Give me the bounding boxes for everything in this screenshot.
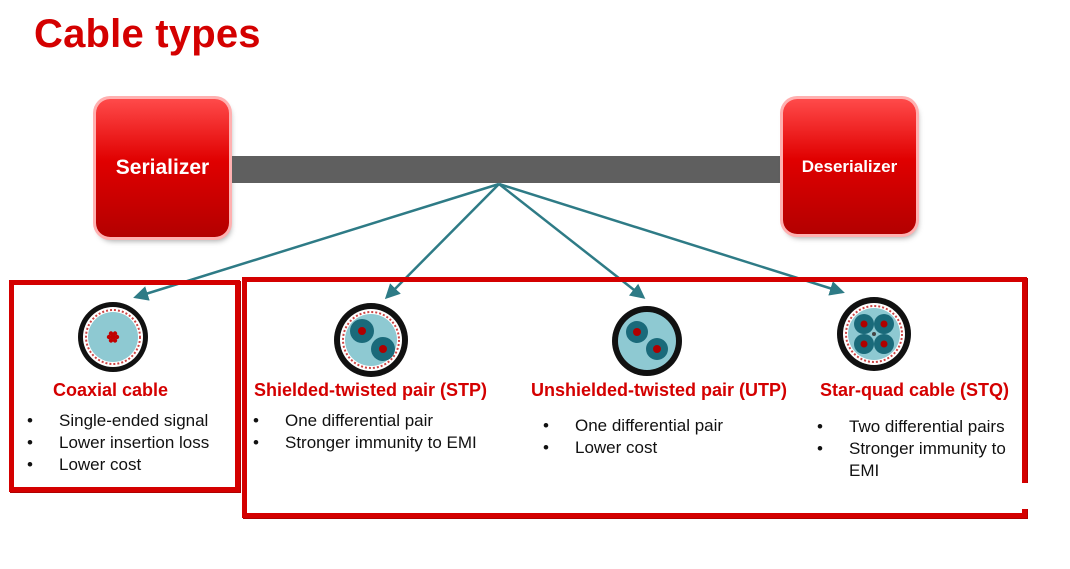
coaxial-bullets: Single-ended signal Lower insertion loss… <box>27 410 237 476</box>
list-item: Two differential pairs <box>817 416 1012 438</box>
utp-title: Unshielded-twisted pair (UTP) <box>531 380 788 400</box>
utp-cable-icon <box>612 306 682 376</box>
watermark-overlay <box>868 483 1043 509</box>
stq-cable-icon <box>837 297 911 371</box>
twisted-pair-box <box>242 277 1027 518</box>
list-item: Lower cost <box>543 437 773 459</box>
coaxial-title: Coaxial cable <box>53 380 169 400</box>
list-item: Single-ended signal <box>27 410 237 432</box>
cable-link <box>232 156 782 183</box>
serializer-block: Serializer <box>96 99 229 237</box>
list-item: Stronger immunity to EMI <box>817 438 1012 482</box>
stq-title: Star-quad cable (STQ) <box>820 380 1010 400</box>
coaxial-box <box>9 280 240 492</box>
list-item: One differential pair <box>543 415 773 437</box>
page-title: Cable types <box>34 12 261 56</box>
list-item: Stronger immunity to EMI <box>253 432 493 454</box>
stq-bullets: Two differential pairs Stronger immunity… <box>817 416 1012 482</box>
list-item: One differential pair <box>253 410 493 432</box>
list-item: Lower cost <box>27 454 237 476</box>
coaxial-cable-icon <box>78 302 148 372</box>
list-item: Lower insertion loss <box>27 432 237 454</box>
stp-bullets: One differential pair Stronger immunity … <box>253 410 493 454</box>
arrow-stq <box>498 182 845 296</box>
utp-bullets: One differential pair Lower cost <box>543 415 773 459</box>
deserializer-label: Deserializer <box>801 156 898 176</box>
serializer-label: Serializer <box>115 156 210 179</box>
stp-cable-icon <box>334 303 408 377</box>
stp-title: Shielded-twisted pair (STP) <box>254 380 488 400</box>
deserializer-block: Deserializer <box>783 99 916 234</box>
arrow-coaxial <box>133 182 500 301</box>
